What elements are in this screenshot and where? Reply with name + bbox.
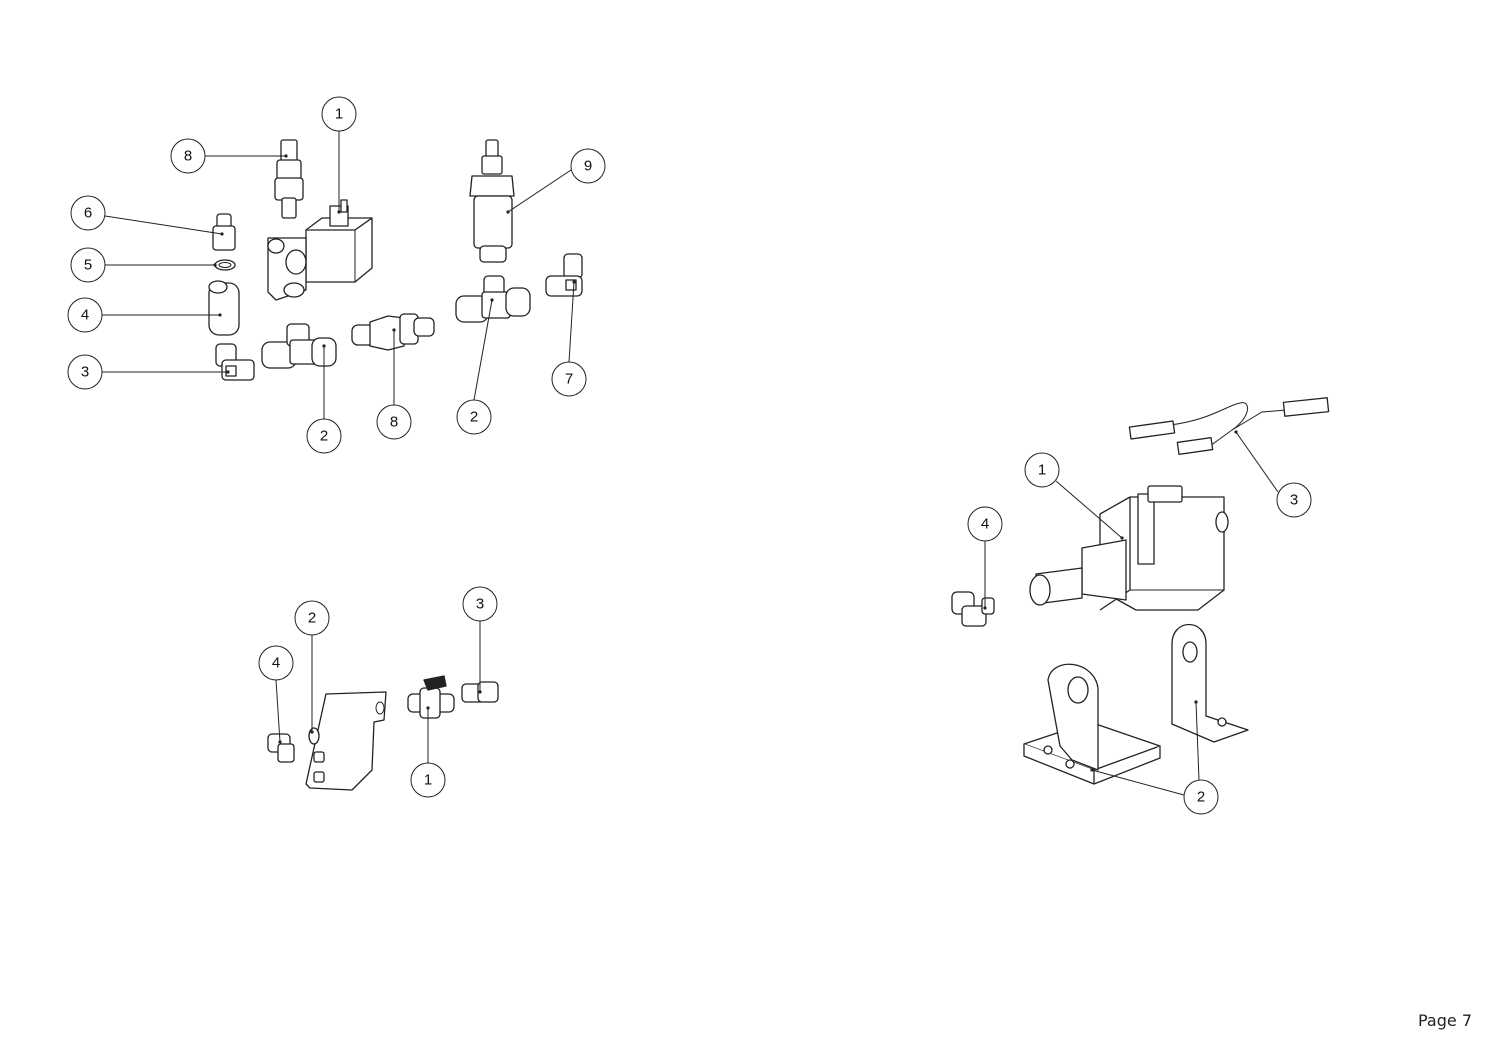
leader-end-dot	[1090, 768, 1094, 772]
callout-g1-adapter: 6	[70, 195, 106, 231]
leader-line	[568, 281, 575, 363]
elbow-fitting-part	[215, 343, 255, 381]
callout-g1-oring: 5	[70, 247, 106, 283]
svg-text:6: 6	[84, 205, 92, 222]
leader-end-dot	[506, 210, 510, 214]
elbow-fitting-part-4	[951, 591, 995, 627]
leader-end-dot	[226, 370, 230, 374]
svg-text:3: 3	[81, 364, 89, 381]
pump-brackets-part	[1023, 623, 1249, 785]
callout-g1-tee-right: 2	[456, 399, 492, 435]
svg-text:3: 3	[1290, 492, 1298, 509]
leader-line	[1235, 431, 1279, 493]
leader-end-dot	[218, 313, 222, 317]
adapter-part	[212, 213, 236, 251]
assembly-group-1	[208, 139, 583, 381]
leader-line	[1055, 480, 1123, 539]
leader-line	[507, 169, 572, 213]
elbow-fitting-part-3	[461, 681, 499, 703]
svg-text:4: 4	[81, 307, 89, 324]
svg-text:5: 5	[84, 257, 92, 274]
solenoid-valve-part	[267, 199, 373, 301]
leader-end-dot	[337, 210, 341, 214]
callout-g2-elbow-left: 4	[258, 645, 294, 681]
elbow-fitting-right-part	[545, 253, 583, 297]
callout-g1-check-valve: 8	[376, 404, 412, 440]
svg-text:1: 1	[335, 106, 343, 123]
callout-g2-elbow-right: 3	[462, 586, 498, 622]
mounting-plate-part	[305, 691, 387, 791]
ball-valve-part	[407, 675, 455, 719]
elbow-fitting-part-2	[267, 733, 295, 763]
callout-g1-solenoid: 1	[321, 96, 357, 132]
pressure-switch-part	[469, 139, 515, 263]
leader-end-dot	[220, 232, 224, 236]
svg-text:3: 3	[476, 596, 484, 613]
leader-end-dot	[983, 606, 987, 610]
tee-fitting-right-part	[455, 275, 531, 323]
leader-end-dot	[1194, 700, 1198, 704]
svg-text:8: 8	[390, 414, 398, 431]
leader-end-dot	[310, 730, 314, 734]
svg-text:1: 1	[424, 772, 432, 789]
leader-end-dot	[1120, 536, 1124, 540]
svg-text:2: 2	[308, 610, 316, 627]
o-ring-part-2	[308, 727, 320, 745]
leader-end-dot	[572, 280, 576, 284]
svg-text:7: 7	[565, 371, 573, 388]
cable-part	[1128, 397, 1330, 455]
svg-text:1: 1	[1038, 462, 1046, 479]
leader-end-dot	[213, 263, 217, 267]
svg-text:2: 2	[470, 409, 478, 426]
svg-text:2: 2	[320, 428, 328, 445]
leader-end-dot	[1234, 430, 1238, 434]
callout-g2-ball-valve: 1	[410, 762, 446, 798]
callout-g3-cable: 3	[1276, 482, 1312, 518]
callout-g3-pump: 1	[1024, 452, 1060, 488]
svg-text:8: 8	[184, 148, 192, 165]
svg-text:2: 2	[1197, 789, 1205, 806]
leader-line	[473, 299, 493, 401]
assembly-group-2	[267, 675, 499, 791]
callout-g1-elbow: 3	[67, 354, 103, 390]
leader-line	[1091, 769, 1185, 796]
page-number: Page 7	[1418, 1011, 1472, 1030]
leader-end-dot	[392, 328, 396, 332]
check-valve-top-part	[274, 139, 304, 219]
callout-g3-elbow: 4	[967, 506, 1003, 542]
callout-g1-pressure-switch: 9	[570, 148, 606, 184]
leader-end-dot	[284, 154, 288, 158]
callout-bubbles: 1 8 6 5 4 3 2 8 2 7 9 2 4 3 1 1 4 3 2	[67, 96, 1312, 815]
o-ring-part	[214, 259, 236, 271]
pump-part	[1029, 485, 1229, 611]
leader-end-dot	[322, 344, 326, 348]
leader-line	[1195, 701, 1200, 781]
svg-text:9: 9	[584, 158, 592, 175]
filter-part	[208, 280, 240, 336]
leader-line	[275, 679, 281, 743]
leader-line	[104, 215, 223, 235]
leader-end-dot	[478, 690, 482, 694]
check-valve-part	[351, 313, 435, 351]
callout-g1-elbow-right: 7	[551, 361, 587, 397]
svg-text:4: 4	[272, 655, 280, 672]
callout-g1-tee-left: 2	[306, 418, 342, 454]
leader-end-dot	[426, 706, 430, 710]
callout-g1-check-valve-top: 8	[170, 138, 206, 174]
leader-end-dot	[490, 298, 494, 302]
leader-end-dot	[278, 740, 282, 744]
callout-g1-filter: 4	[67, 297, 103, 333]
leader-lines	[102, 131, 1279, 796]
assembly-group-3	[951, 397, 1330, 785]
callout-g3-brackets: 2	[1183, 779, 1219, 815]
callout-g2-oring: 2	[294, 600, 330, 636]
svg-text:4: 4	[981, 516, 989, 533]
